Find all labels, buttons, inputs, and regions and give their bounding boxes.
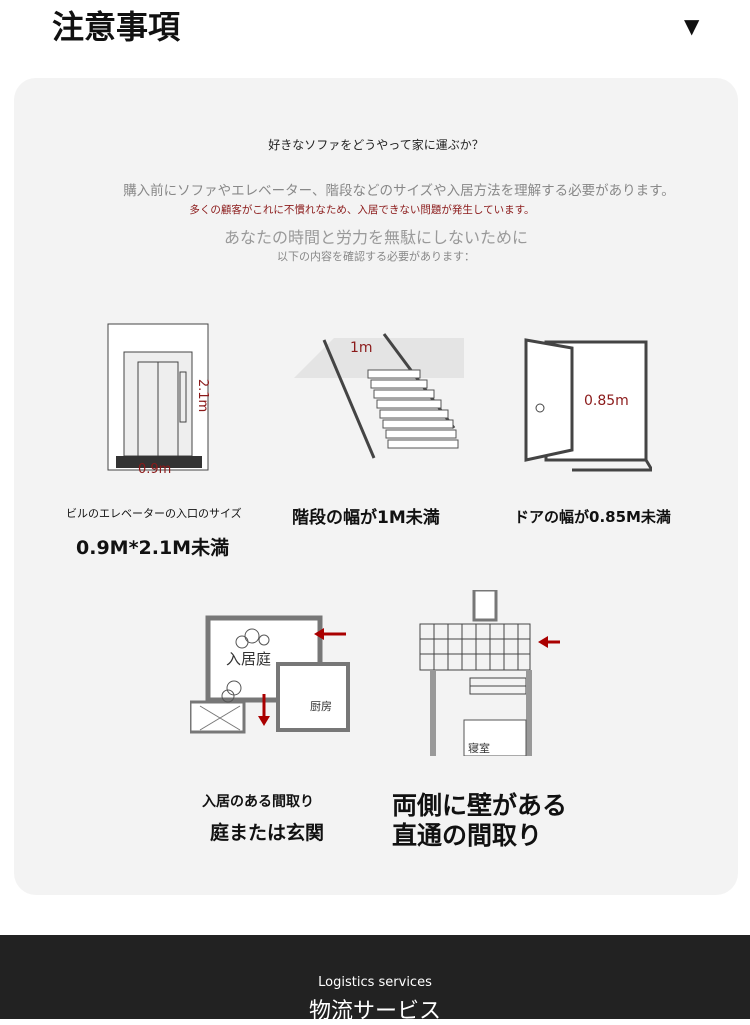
intro-line3: あなたの時間と労力を無駄にしないために bbox=[223, 228, 528, 247]
section-header[interactable]: 注意事項 ▼ bbox=[0, 0, 750, 60]
floorplan-yard-sublabel: 庭または玄関 bbox=[210, 822, 325, 844]
notice-card: 好きなソファをどうやって家に運ぶか？ 購入前にソファやエレベーター、階段などのサ… bbox=[14, 78, 738, 895]
elevator-width: 0.9m bbox=[138, 462, 172, 477]
stairs-width: 1m bbox=[350, 340, 373, 356]
door-illustration bbox=[524, 338, 652, 472]
door-width: 0.85m bbox=[584, 393, 629, 409]
footer-subtitle: Logistics services bbox=[318, 975, 432, 990]
stairs-illustration bbox=[294, 333, 464, 459]
elevator-limit: 0.9M*2.1M未満 bbox=[76, 537, 230, 559]
door-label: ドアの幅が0.85M未満 bbox=[514, 508, 671, 526]
floorplan-corridor-illustration bbox=[419, 590, 560, 756]
footer-banner: Logistics services 物流サービス bbox=[0, 935, 750, 1024]
section-title: 注意事項 bbox=[52, 8, 181, 46]
room-bedroom: 寝室 bbox=[468, 742, 490, 755]
intro-line2: 多くの顧客がこれに不慣れなため、入居できない問題が発生しています。 bbox=[189, 204, 535, 216]
stairs-label: 階段の幅が1M未満 bbox=[292, 508, 440, 528]
elevator-height: 2.1m bbox=[195, 378, 211, 413]
intro-line1: 購入前にソファやエレベーター、階段などのサイズや入居方法を理解する必要があります… bbox=[123, 183, 675, 199]
floorplan-corridor-label: 両側に壁がある bbox=[392, 791, 568, 820]
elevator-illustration bbox=[107, 323, 209, 471]
room-kitchen: 厨房 bbox=[310, 700, 332, 713]
room-yard: 入居庭 bbox=[226, 650, 272, 668]
floorplan-corridor-sublabel: 直通の間取り bbox=[392, 821, 543, 850]
intro-line4: 以下の内容を確認する必要があります： bbox=[277, 250, 475, 263]
floorplan-yard-illustration bbox=[190, 615, 350, 734]
collapse-toggle-icon[interactable]: ▼ bbox=[684, 14, 700, 38]
footer-title: 物流サービス bbox=[308, 999, 441, 1024]
intro-question: 好きなソファをどうやって家に運ぶか？ bbox=[268, 138, 484, 152]
elevator-label: ビルのエレベーターの入口のサイズ bbox=[66, 507, 242, 520]
floorplan-yard-label: 入居のある間取り bbox=[202, 794, 314, 810]
